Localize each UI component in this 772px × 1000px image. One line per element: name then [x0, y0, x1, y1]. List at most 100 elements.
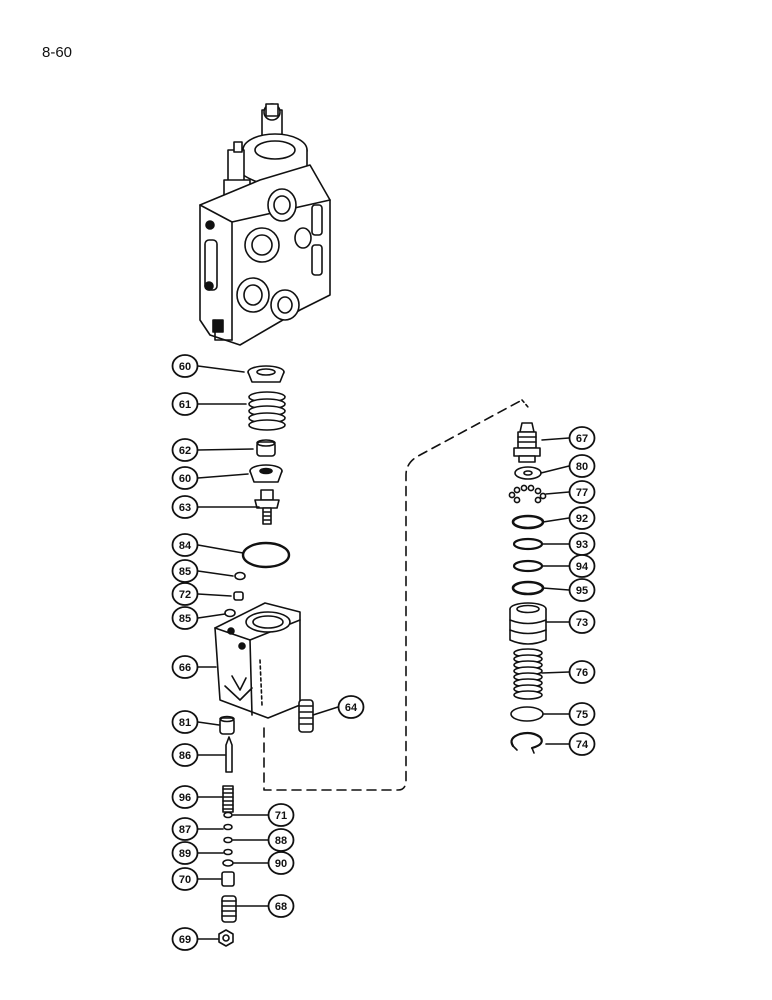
callout-circle: [267, 851, 295, 875]
callout-circle: [171, 533, 199, 557]
callout-label: 86: [179, 750, 191, 762]
callout-61: 61: [171, 392, 199, 416]
callout-87: 87: [171, 817, 199, 841]
callout-94: 94: [568, 554, 596, 578]
callout-label: 85: [179, 566, 191, 578]
callout-81: 81: [171, 710, 199, 734]
callout-62: 62: [171, 438, 199, 462]
housing-illustration: [214, 602, 301, 719]
callout-circle: [568, 554, 596, 578]
callout-label: 90: [275, 858, 287, 870]
callout-64: 64: [337, 695, 365, 719]
callout-84: 84: [171, 533, 199, 557]
callout-60: 60: [171, 354, 199, 378]
callout-label: 95: [576, 585, 588, 597]
callout-circle: [568, 578, 596, 602]
callout-circle: [568, 702, 596, 726]
callout-label: 87: [179, 824, 191, 836]
callout-label: 66: [179, 662, 191, 674]
callout-circle: [171, 927, 199, 951]
callouts-right: 67 80 77 92 93 94 95 73 76 75 74: [568, 426, 596, 756]
callout-93: 93: [568, 532, 596, 556]
callout-circle: [568, 732, 596, 756]
callout-label: 92: [576, 513, 588, 525]
callout-circle: [171, 867, 199, 891]
callout-77: 77: [568, 480, 596, 504]
callout-label: 72: [179, 589, 191, 601]
callout-74: 74: [568, 732, 596, 756]
callout-circle: [568, 480, 596, 504]
callout-circle: [337, 695, 365, 719]
callout-80: 80: [568, 454, 596, 478]
callout-circle: [171, 392, 199, 416]
callout-label: 61: [179, 399, 191, 411]
callout-label: 88: [275, 835, 287, 847]
callout-63: 63: [171, 495, 199, 519]
callout-circle: [267, 803, 295, 827]
page-number: 8-60: [42, 44, 73, 61]
callout-label: 60: [179, 473, 191, 485]
callout-circle: [568, 660, 596, 684]
callout-73: 73: [568, 610, 596, 634]
callout-label: 76: [576, 667, 588, 679]
callout-label: 77: [576, 487, 588, 499]
callout-label: 80: [576, 461, 588, 473]
callout-66: 66: [171, 655, 199, 679]
callout-circle: [171, 559, 199, 583]
callout-85: 85: [171, 606, 199, 630]
callout-circle: [171, 582, 199, 606]
callout-95: 95: [568, 578, 596, 602]
callout-circle: [568, 506, 596, 530]
valve-body-illustration: [199, 103, 331, 346]
callout-92: 92: [568, 506, 596, 530]
callout-label: 93: [576, 539, 588, 551]
callout-71: 71: [267, 803, 295, 827]
callout-label: 70: [179, 874, 191, 886]
callout-72: 72: [171, 582, 199, 606]
callout-86: 86: [171, 743, 199, 767]
callout-circle: [568, 610, 596, 634]
callout-circle: [171, 710, 199, 734]
callout-circle: [171, 841, 199, 865]
callout-88: 88: [267, 828, 295, 852]
callout-circle: [568, 426, 596, 450]
callout-label: 63: [179, 502, 191, 514]
callout-76: 76: [568, 660, 596, 684]
callout-label: 68: [275, 901, 287, 913]
callout-label: 64: [345, 702, 358, 714]
callout-circle: [267, 828, 295, 852]
callout-circle: [171, 438, 199, 462]
callout-label: 60: [179, 361, 191, 373]
callout-75: 75: [568, 702, 596, 726]
callout-label: 89: [179, 848, 191, 860]
callout-circle: [171, 495, 199, 519]
callout-circle: [171, 354, 199, 378]
callout-circle: [171, 785, 199, 809]
callout-69: 69: [171, 927, 199, 951]
callout-label: 62: [179, 445, 191, 457]
callout-label: 71: [275, 810, 287, 822]
callout-68: 68: [267, 894, 295, 918]
callout-circle: [171, 606, 199, 630]
callout-label: 84: [179, 540, 192, 552]
callout-67: 67: [568, 426, 596, 450]
callout-96: 96: [171, 785, 199, 809]
callout-label: 81: [179, 717, 191, 729]
callout-circle: [568, 454, 596, 478]
callout-label: 74: [576, 739, 589, 751]
callout-60: 60: [171, 466, 199, 490]
callout-label: 75: [576, 709, 588, 721]
callout-label: 69: [179, 934, 191, 946]
callout-label: 67: [576, 433, 588, 445]
callout-label: 96: [179, 792, 191, 804]
callout-70: 70: [171, 867, 199, 891]
callout-circle: [171, 743, 199, 767]
callout-85: 85: [171, 559, 199, 583]
callouts-left: 60 61 62 60 63 84 85 72 85 66 81 86 96 87 89 70 69: [171, 354, 199, 951]
callout-90: 90: [267, 851, 295, 875]
callout-circle: [171, 817, 199, 841]
callout-circle: [171, 466, 199, 490]
callout-circle: [267, 894, 295, 918]
callout-89: 89: [171, 841, 199, 865]
